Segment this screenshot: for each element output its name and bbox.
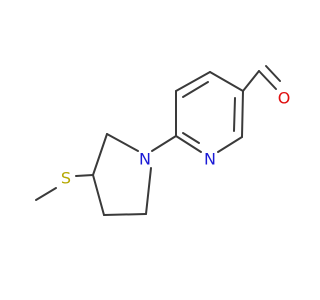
sulfur-atom-label: S xyxy=(61,169,71,188)
bond-c5-c6 xyxy=(241,90,244,138)
bond-c5-c6-inner xyxy=(233,97,236,132)
bond-n-c2-inner xyxy=(182,132,200,144)
bond-s-c3 xyxy=(75,174,94,177)
pyridine-nitrogen-label: N xyxy=(204,150,216,169)
bond-cho-o xyxy=(258,70,277,90)
molecule-structure: S N N O xyxy=(35,65,291,216)
bond-c2-c1 xyxy=(103,213,147,216)
bond-n-pyridine xyxy=(151,135,177,152)
oxygen-atom-label: O xyxy=(278,89,291,108)
bond-c5-cho xyxy=(242,70,260,92)
bond-n-c5 xyxy=(106,133,139,152)
bond-cho-o-double xyxy=(265,65,281,82)
bond-n-c2 xyxy=(175,135,202,153)
bond-c3-c2 xyxy=(92,174,105,216)
bond-c3-c4-inner xyxy=(182,81,209,98)
bond-methyl-s xyxy=(35,187,57,201)
bond-c5-c3 xyxy=(92,133,108,176)
pyrrolidine-nitrogen-label: N xyxy=(139,150,151,169)
bond-c6-n xyxy=(217,136,243,153)
bond-c3-c4 xyxy=(175,71,211,92)
bond-c1-n xyxy=(145,167,152,215)
bond-c4-c5 xyxy=(209,71,244,92)
